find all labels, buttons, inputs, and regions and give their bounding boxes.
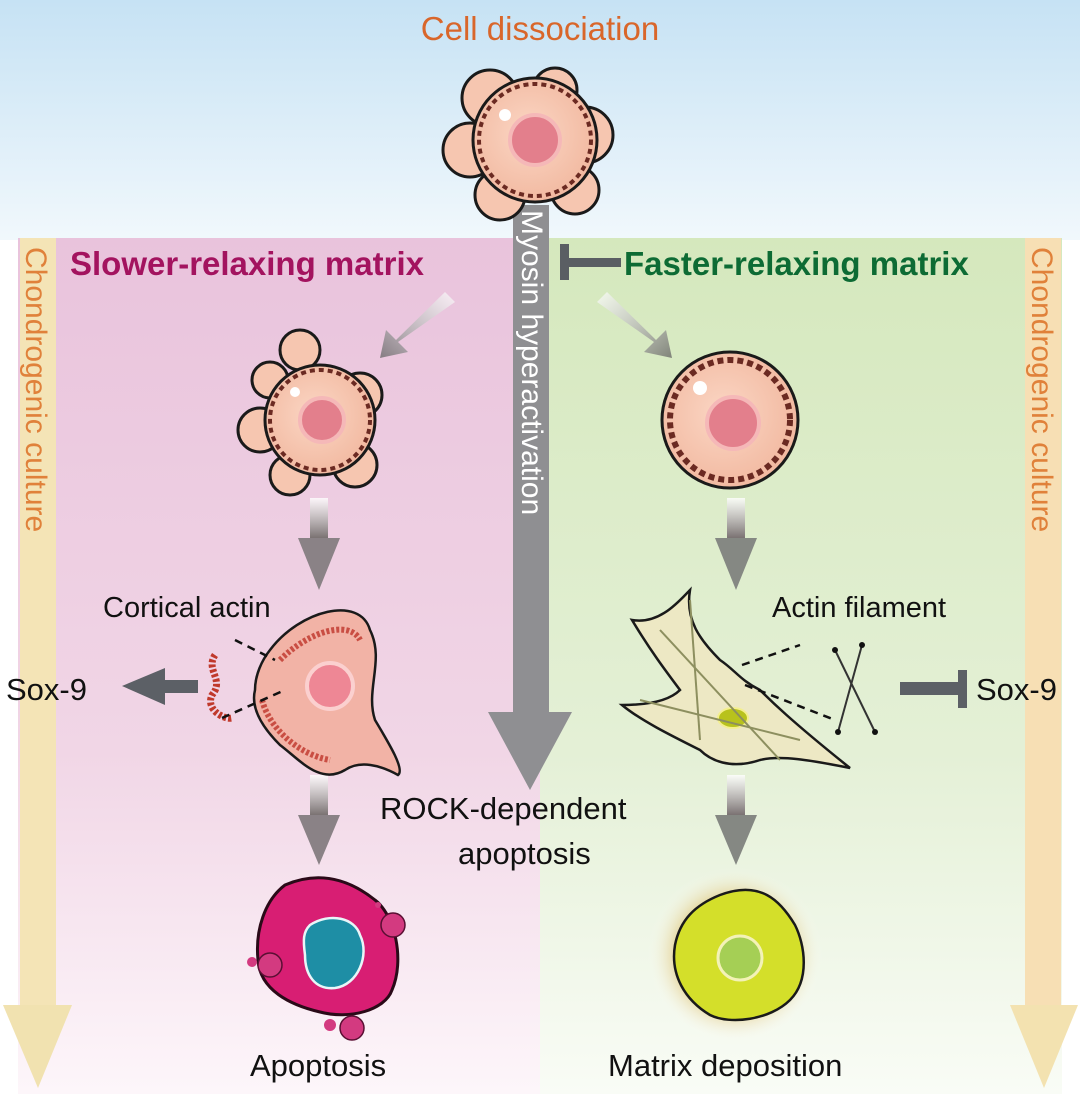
chondrogenic-culture-left-label: Chondrogenic culture	[19, 247, 52, 533]
cortical-actin-cell	[207, 609, 401, 777]
slower-relaxing-matrix-title: Slower-relaxing matrix	[70, 245, 424, 282]
rock-apoptosis-label: apoptosis	[458, 836, 591, 871]
arrow-left-stage2-to-3	[298, 775, 340, 865]
left-chondrogenic-arrow	[3, 238, 72, 1088]
arrow-right-stage2-to-3	[715, 775, 757, 865]
faster-relaxing-matrix-title: Faster-relaxing matrix	[624, 245, 969, 282]
right-chondrogenic-arrow	[1010, 238, 1078, 1088]
cell-dissociation-label: Cell dissociation	[420, 10, 660, 47]
myosin-hyperactivation-label: Myosin hyperactivation	[515, 210, 548, 516]
matrix-deposition-outcome-label: Matrix deposition	[608, 1048, 843, 1083]
left-rounded-cell	[236, 328, 384, 497]
top-cell	[441, 66, 615, 222]
inhibition-bar-myosin	[560, 244, 621, 280]
rock-dependent-label: ROCK-dependent	[380, 791, 627, 826]
cortical-actin-label: Cortical actin	[103, 592, 271, 624]
spread-actin-cell	[618, 586, 878, 770]
arrow-left-stage1-to-2	[298, 498, 340, 590]
right-rounded-cell	[660, 350, 800, 490]
sox9-promote-arrow	[122, 668, 198, 705]
diagonal-arrow-right	[597, 292, 672, 358]
sox9-right-label: Sox-9	[976, 672, 1057, 707]
chondrogenic-culture-right-label: Chondrogenic culture	[1025, 247, 1058, 533]
actin-filament-label: Actin filament	[772, 592, 947, 624]
sox9-inhibit-bar	[900, 670, 967, 708]
apoptosis-outcome-label: Apoptosis	[250, 1048, 387, 1083]
matrix-depositing-cell	[647, 867, 823, 1043]
apoptotic-cell	[247, 876, 406, 1041]
diagonal-arrow-left	[380, 292, 455, 358]
arrow-right-stage1-to-2	[715, 498, 757, 590]
myosin-arrow	[488, 205, 572, 790]
sox9-left-label: Sox-9	[6, 672, 87, 707]
